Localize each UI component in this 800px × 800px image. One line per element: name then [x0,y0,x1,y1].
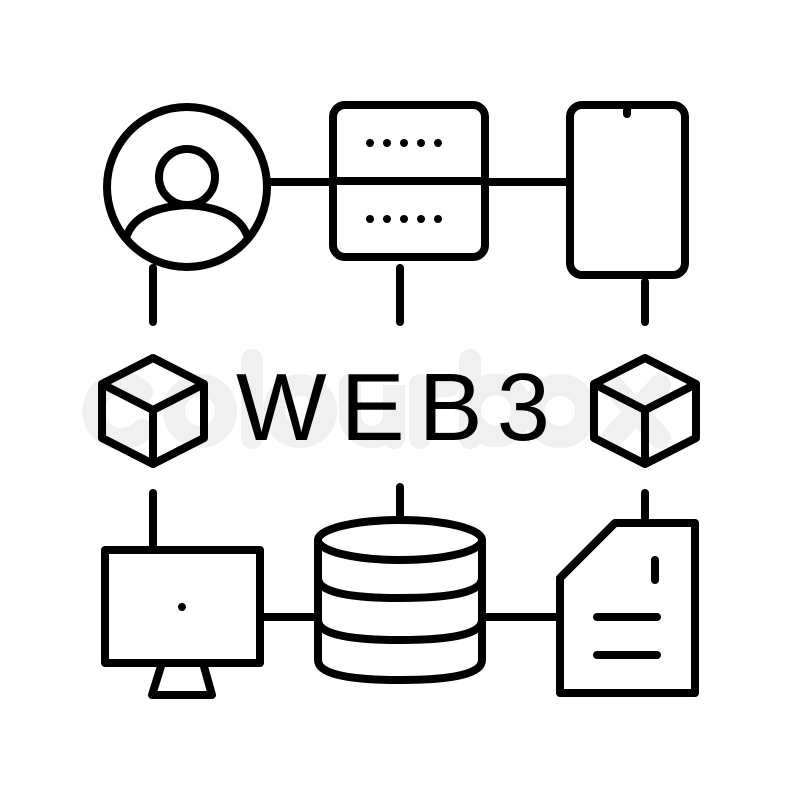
database-icon [314,516,486,684]
connector-lines-upper [149,264,649,326]
document-icon [556,519,699,697]
smartphone-icon [566,101,689,279]
block-cube-icon-left [98,354,208,468]
monitor-icon [101,546,264,699]
block-cube-icon-right [590,354,700,468]
user-icon [103,103,271,271]
web3-title: WEB3 [236,354,564,461]
server-icon [329,101,489,261]
connector-lines-lower [149,483,649,550]
